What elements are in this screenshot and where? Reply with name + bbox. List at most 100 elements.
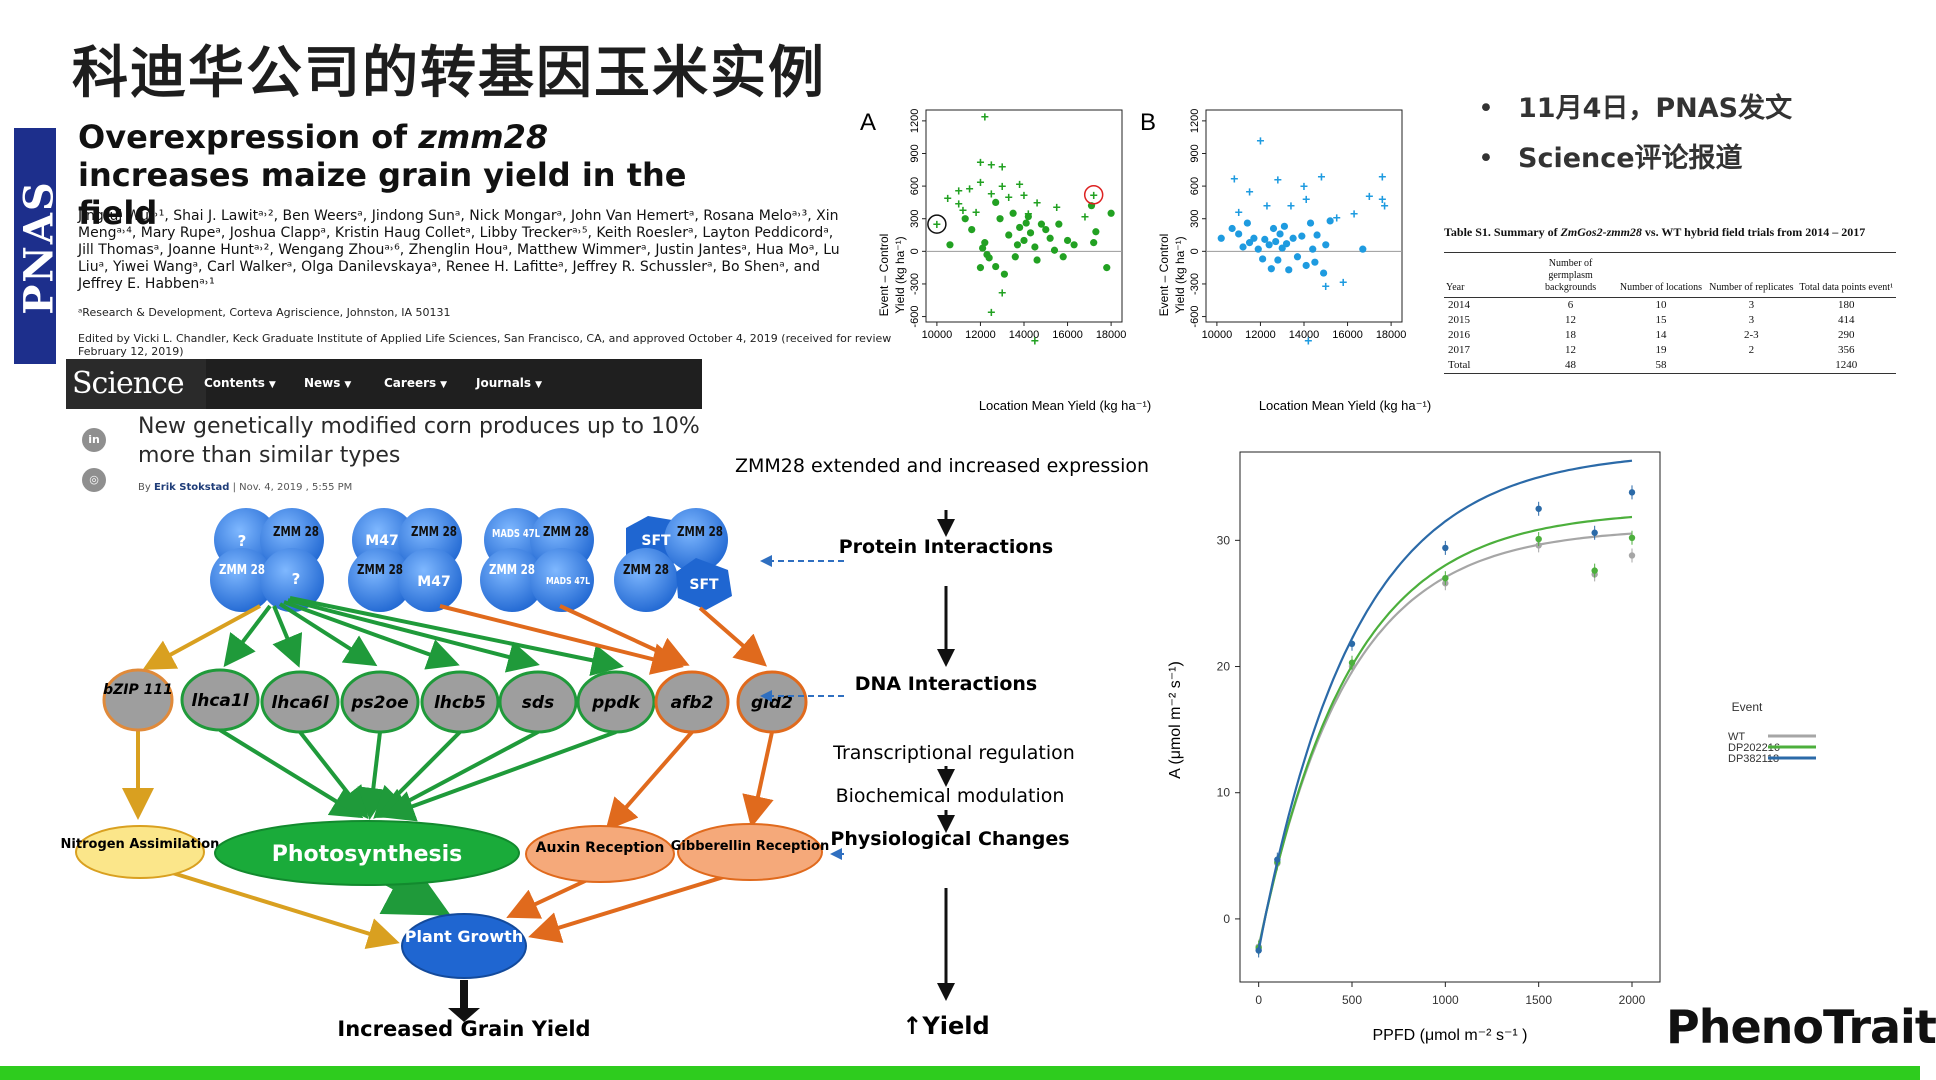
workflow-step6-text: Physiological Changes (830, 828, 1069, 850)
nav-contents[interactable]: Contents▼ (204, 376, 276, 390)
bullet-dot-icon: • (1478, 93, 1494, 124)
bullet-text: 11月4日，PNAS发文 (1518, 93, 1793, 124)
scatter-point (1063, 236, 1072, 245)
plant-growth-node (401, 913, 527, 979)
x-tick-label: 0 (1255, 993, 1262, 1007)
y-tick-label: -600 (909, 306, 921, 328)
scatter-point-plus: + (1333, 210, 1341, 226)
scatter-point-plus: + (1245, 184, 1253, 200)
scatter-point-plus: + (976, 174, 984, 190)
bullet-item: •Science评论报道 (1478, 136, 1743, 175)
scatter-point (1103, 264, 1111, 272)
gene-label: lhca6l (271, 693, 329, 713)
scatter-point-plus: + (1053, 199, 1061, 215)
news-headline[interactable]: New genetically modified corn produces u… (138, 414, 700, 468)
node-label: ZMM 28 (489, 563, 535, 578)
node-label: ZMM 28 (273, 525, 319, 540)
protein-node (480, 548, 544, 612)
gene-node (736, 670, 808, 734)
protein-node (676, 558, 732, 610)
nav-news[interactable]: News▼ (304, 376, 351, 390)
byline-author[interactable]: Erik Stokstad (153, 482, 230, 493)
scatter-point (1276, 230, 1284, 238)
series-point (1628, 552, 1636, 559)
scatter-point-plus: + (998, 285, 1006, 301)
table-cell: 2014 (1448, 299, 1470, 311)
science-logo[interactable]: Science (66, 359, 206, 409)
nav-journals-label: Journals (476, 376, 532, 390)
arrow (272, 605, 303, 668)
x-tick-label: 14000 (1289, 329, 1320, 341)
scatter-point (1243, 219, 1251, 227)
linkedin-share-icon[interactable]: in (82, 428, 106, 452)
byline-prefix: By (138, 482, 154, 493)
workflow-result: ↑Yield (902, 1012, 989, 1040)
x-tick-label: 1500 (1525, 993, 1552, 1007)
table-cell: 48 (1525, 358, 1616, 374)
bullet-item: • 11月4日，PNAS发文 (1478, 86, 1792, 125)
arrow (283, 600, 460, 670)
gibberellin-reception-node (677, 823, 823, 881)
scatter-point (1280, 222, 1288, 230)
gene-label: sds (522, 693, 554, 713)
scatter-point-plus: + (1274, 172, 1282, 188)
x-tick-label: 16000 (1052, 329, 1083, 341)
arrow (298, 730, 369, 820)
series-curve (1257, 459, 1633, 951)
gene-label: lhcb5 (434, 693, 486, 713)
y-tick-label: 900 (1189, 144, 1201, 162)
y-tick-label: 600 (909, 177, 921, 195)
x-tick-label: 12000 (965, 329, 996, 341)
scatter-point-plus: + (998, 159, 1006, 175)
scatter-point-plus: + (976, 154, 984, 170)
arrow (439, 604, 684, 675)
y-tick-label: 20 (1217, 660, 1231, 674)
nav-journals[interactable]: Journals▼ (476, 376, 542, 390)
reddit-share-icon[interactable]: ◎ (82, 468, 106, 492)
workflow-step3-text: DNA Interactions (855, 673, 1038, 695)
plot-frame (1239, 451, 1661, 983)
scatter-point (1274, 256, 1282, 264)
series-point (1535, 535, 1542, 543)
table-cell: 2-3 (1744, 329, 1759, 341)
scatter-point-plus: + (1005, 189, 1013, 205)
arrow (376, 730, 539, 818)
highlight-circle (927, 214, 947, 234)
scatter-point (1282, 240, 1291, 248)
arrow (278, 602, 378, 667)
table-cell: 2016 (1448, 329, 1470, 341)
scatter-point (976, 264, 985, 272)
scatter-point (1000, 270, 1008, 278)
gene-process-arrows (122, 728, 774, 832)
paper-edited-by: Edited by Vicki L. Chandler, Keck Gradua… (78, 332, 891, 358)
node-label: ZMM 28 (543, 525, 589, 540)
scatter-point-plus: + (972, 204, 980, 220)
scatter-point (1278, 244, 1286, 252)
protein-node (210, 548, 274, 612)
scatter-point-plus: + (955, 195, 963, 211)
node-label: ? (238, 532, 247, 550)
table-cell: 58 (1615, 358, 1707, 374)
scatter-point (1254, 245, 1262, 253)
y-tick-label: 30 (1217, 533, 1231, 547)
protein-node (530, 548, 594, 612)
table-cell: 12 (1565, 344, 1577, 356)
process-label: Nitrogen Assimilation (61, 837, 220, 852)
scatter-point-plus: + (1317, 168, 1325, 184)
node-label: ZMM 28 (677, 525, 723, 540)
scatter-point-plus: + (1081, 209, 1089, 225)
table-cell: 2 (1748, 344, 1755, 356)
scatter-point (1272, 237, 1280, 246)
workflow-column: ZMM28 extended and increased expression … (735, 455, 1149, 1040)
light-response-series (1255, 459, 1636, 958)
scatter-point (1016, 223, 1024, 232)
arrow (698, 606, 768, 667)
scatter-point-plus: + (1378, 191, 1386, 207)
y-tick-label: 1200 (1189, 109, 1201, 133)
nav-careers[interactable]: Careers▼ (384, 376, 447, 390)
